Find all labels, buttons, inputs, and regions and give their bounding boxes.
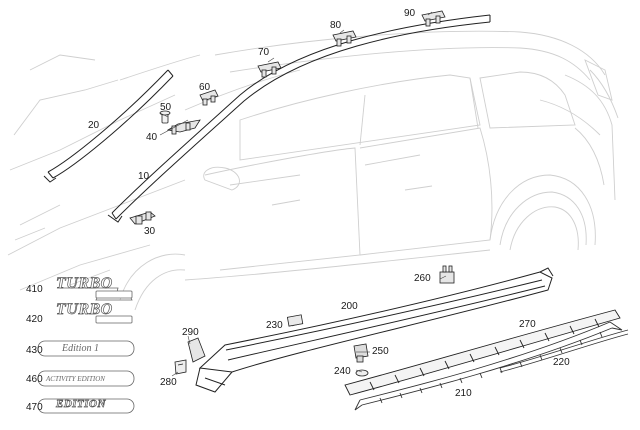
- part-label-260: 260: [414, 273, 431, 284]
- part-label-10: 10: [138, 171, 150, 182]
- badge-470: [37, 398, 135, 414]
- leader-lines: [159, 11, 447, 377]
- badge-430: [37, 340, 135, 357]
- part-270-cover: [344, 309, 621, 396]
- part-label-430: 430: [26, 345, 43, 356]
- part-label-230: 230: [266, 320, 283, 331]
- part-label-80: 80: [330, 20, 342, 31]
- part-10-strip: [107, 14, 491, 223]
- part-290-cap: [187, 337, 206, 363]
- part-label-90: 90: [404, 8, 416, 19]
- part-label-460: 460: [26, 374, 43, 385]
- part-label-60: 60: [199, 82, 211, 93]
- part-280-clip: [174, 359, 187, 375]
- part-label-210: 210: [455, 388, 472, 399]
- part-label-470: 470: [26, 402, 43, 413]
- part-label-40: 40: [146, 132, 158, 143]
- part-label-20: 20: [88, 120, 100, 131]
- badge-460-text: ACTIVITY EDITION: [46, 375, 105, 383]
- clip-80: [332, 30, 357, 47]
- car-body-outline: [7, 30, 619, 311]
- part-label-70: 70: [258, 47, 270, 58]
- part-250-clip: [353, 343, 369, 363]
- part-230-label: [286, 314, 304, 327]
- part-label-270: 270: [519, 319, 536, 330]
- part-label-290: 290: [182, 327, 199, 338]
- clip-50: [159, 110, 171, 124]
- badge-410-word: TURBO: [56, 275, 113, 293]
- clip-40: [166, 119, 201, 135]
- part-label-200: 200: [341, 301, 358, 312]
- clip-30: [129, 211, 156, 225]
- part-label-410: 410: [26, 284, 43, 295]
- badge-460: [37, 370, 135, 387]
- badge-470-text: EDITION: [56, 398, 106, 411]
- part-label-220: 220: [553, 357, 570, 368]
- part-label-30: 30: [144, 226, 156, 237]
- part-260-bracket: [439, 265, 455, 284]
- part-200-side-skirt: [195, 267, 554, 393]
- part-label-250: 250: [372, 346, 389, 357]
- clip-70: [257, 61, 282, 78]
- badge-410: [60, 287, 133, 301]
- part-220-trim: [499, 329, 629, 373]
- part-20-strip: [43, 69, 174, 183]
- part-240-plug: [355, 369, 369, 377]
- part-label-240: 240: [334, 366, 351, 377]
- badge-420: [95, 315, 133, 324]
- clip-90: [421, 10, 446, 27]
- part-label-280: 280: [160, 377, 177, 388]
- part-label-420: 420: [26, 314, 43, 325]
- clip-60: [199, 89, 219, 106]
- badge-430-text: Edition 1: [62, 343, 99, 354]
- part-210-lower-trim: [354, 321, 623, 411]
- badge-420-word: TURBO: [56, 301, 113, 319]
- part-label-50: 50: [160, 102, 172, 113]
